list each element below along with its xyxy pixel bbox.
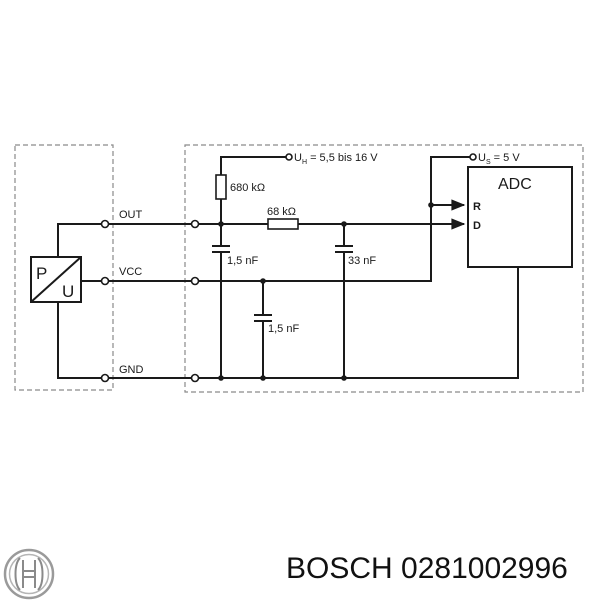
label-gnd: GND: [119, 364, 144, 376]
wire-gnd-sensor: [57, 302, 101, 379]
terminal-us: [469, 153, 477, 161]
sensor-enclosure: [14, 144, 114, 391]
label-r-pullup: 680 kΩ: [230, 182, 265, 194]
resistor-series: [267, 218, 299, 230]
label-r-series: 68 kΩ: [267, 206, 296, 218]
terminal-vcc-sensor: [100, 276, 110, 286]
label-c1: 1,5 nF: [227, 255, 258, 267]
adc-title: ADC: [498, 176, 532, 193]
sensor-p-label: P: [36, 264, 47, 283]
ecu-enclosure: [184, 144, 584, 393]
resistor-pullup: [215, 174, 227, 200]
adc-pin-d: D: [473, 220, 481, 232]
label-c2: 1,5 nF: [268, 323, 299, 335]
label-c3: 33 nF: [348, 255, 376, 267]
label-out: OUT: [119, 209, 143, 221]
wire-out-sensor: [57, 223, 101, 257]
terminal-out-ecu: [190, 219, 200, 229]
label-vcc: VCC: [119, 266, 142, 278]
adc-block: ADC R D: [467, 166, 573, 268]
capacitor-c3: [335, 245, 353, 253]
adc-pin-r: R: [473, 201, 481, 213]
capacitor-c2: [254, 314, 272, 322]
terminal-uh: [285, 153, 293, 161]
terminal-vcc-ecu: [190, 276, 200, 286]
label-us: US = 5 V: [478, 152, 520, 166]
terminal-gnd-sensor: [100, 373, 110, 383]
terminal-out-sensor: [100, 219, 110, 229]
pressure-sensor-block: P U: [30, 256, 82, 303]
capacitor-c1: [212, 245, 230, 253]
terminal-gnd-ecu: [190, 373, 200, 383]
label-uh: UH = 5,5 bis 16 V: [294, 152, 378, 166]
bosch-logo-icon: [3, 548, 55, 600]
sensor-u-label: U: [62, 282, 74, 301]
part-caption: BOSCH 0281002996: [286, 552, 568, 585]
